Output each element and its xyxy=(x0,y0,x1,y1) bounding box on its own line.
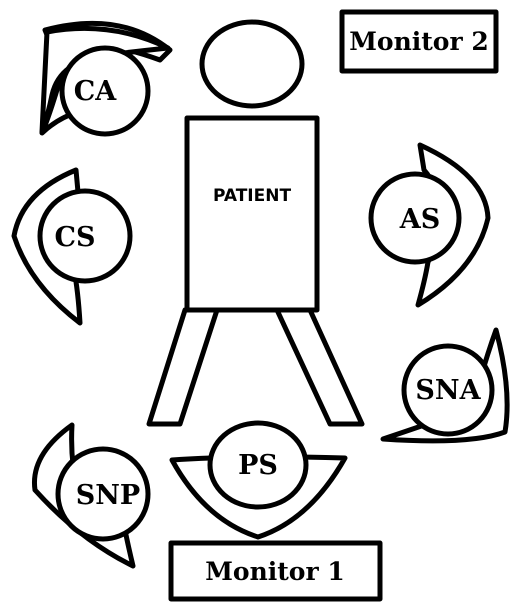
position-ps-label: PS xyxy=(238,450,278,481)
position-sna: SNA xyxy=(380,327,510,444)
position-cs-label: CS xyxy=(55,222,96,253)
position-as-head xyxy=(368,171,462,265)
patient-head xyxy=(199,19,305,109)
monitor-2-box xyxy=(339,9,499,74)
patient-body xyxy=(184,115,320,313)
position-cs: CS xyxy=(11,167,133,326)
position-snp-label: SNP xyxy=(76,480,140,511)
patient-right-leg xyxy=(274,307,365,427)
position-sna-head xyxy=(401,343,495,437)
monitor-2-label: Monitor 2 xyxy=(349,27,489,56)
position-cs-head xyxy=(37,188,133,284)
position-ca: CA xyxy=(39,20,173,137)
position-sna-label: SNA xyxy=(415,375,481,406)
monitor-1-label: Monitor 1 xyxy=(205,557,345,586)
monitor-2: Monitor 2 xyxy=(339,9,499,74)
position-ps-head xyxy=(207,420,309,510)
position-ps: PS xyxy=(169,420,348,540)
position-snp: SNP xyxy=(31,422,151,569)
position-snp-head xyxy=(55,446,151,542)
position-ca-label: CA xyxy=(74,76,117,107)
monitor-1-box xyxy=(168,540,383,602)
patient-label: PATIENT xyxy=(213,186,291,206)
monitor-1: Monitor 1 xyxy=(168,540,383,602)
position-ca-head xyxy=(59,45,151,137)
position-as-label: AS xyxy=(399,204,440,235)
patient-left-leg xyxy=(146,307,220,427)
position-as: AS xyxy=(368,142,491,308)
patient-figure: PATIENT xyxy=(146,19,365,427)
